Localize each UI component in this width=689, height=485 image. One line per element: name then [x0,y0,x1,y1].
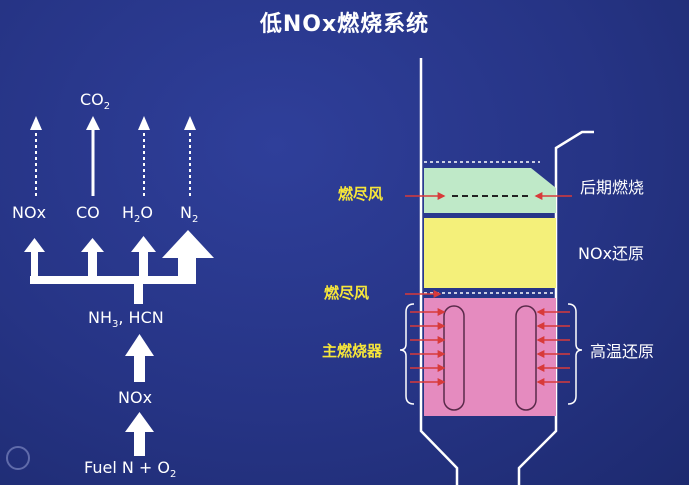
co-label: CO [76,203,100,222]
nox-label: NOx [12,203,47,222]
late-combustion-label: 后期燃烧 [580,178,645,197]
dotted-arrow-h2o [138,116,150,196]
furnace-outline [419,58,594,485]
h2o-label: H2O [122,203,153,226]
air-arrows-main-burners [410,308,570,386]
zone-nox-reduction [424,218,556,288]
corner-circle-icon [6,446,30,470]
diagram-title: 低NOx燃烧系统 [259,12,430,37]
solid-arrow-co2 [86,116,100,196]
fuel-label: Fuel N + O2 [84,458,177,481]
high-temp-reduction-label: 高温还原 [590,342,655,361]
nox-lower-label: NOx [118,388,153,407]
arrow-fuel-to-nox [125,412,154,456]
branch-arrows [24,230,214,304]
nox-reduction-label: NOx还原 [578,244,645,263]
main-burner-label: 主燃烧器 [322,342,383,360]
zone-burnout [424,161,556,213]
burnout-air-label-middle: 燃尽风 [324,284,370,302]
burnout-air-label-top: 燃尽风 [338,185,384,203]
nh3-hcn-label: NH3, HCN [88,308,164,331]
n2-label: N2 [180,203,199,226]
brace-left [399,303,415,405]
brace-right [567,303,583,405]
zone-high-temp [424,298,556,416]
dotted-arrow-n2 [184,116,196,196]
co2-label: CO2 [80,90,111,113]
arrow-nox-to-nh3 [125,334,154,382]
dotted-arrow-nox [30,116,42,196]
